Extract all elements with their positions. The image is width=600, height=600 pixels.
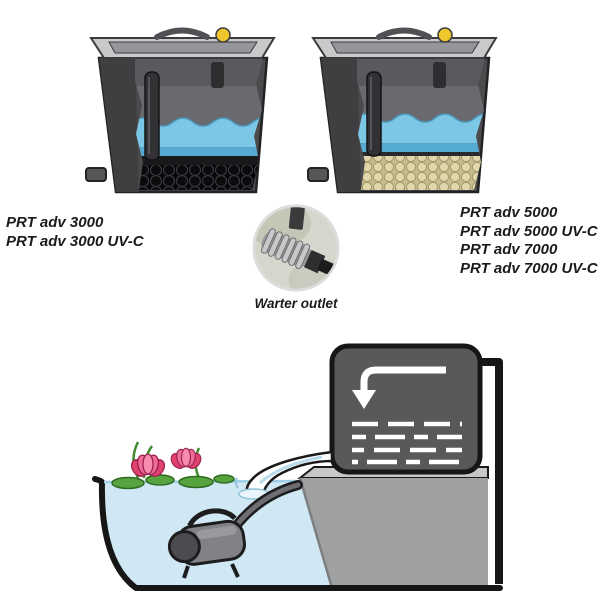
pump-stand [182, 563, 240, 579]
product-label: PRT adv 3000 [6, 214, 104, 231]
lotus-flower [130, 453, 166, 477]
carry-handle [376, 27, 432, 40]
filter-cutaway-3000-illustration [85, 27, 276, 194]
pump-handle [187, 508, 237, 528]
bottom-outlet-stub [307, 167, 329, 182]
lily-pad [145, 474, 175, 486]
product-labels-left: PRT adv 3000 PRT adv 3000 UV-C [6, 214, 144, 251]
embankment [297, 466, 489, 589]
lotus-flower [170, 447, 202, 469]
filter-unit [329, 343, 483, 475]
yellow-cap [437, 27, 453, 43]
filter-cutaway-5000-illustration [307, 27, 498, 194]
product-labels-right: PRT adv 5000 PRT adv 5000 UV-C PRT adv 7… [460, 204, 598, 278]
pond-outline [92, 476, 503, 591]
pump [167, 480, 303, 579]
standpipe [366, 71, 382, 157]
filter-lid [311, 27, 498, 59]
lattice-grid [135, 156, 263, 165]
ceramic-media [357, 156, 485, 190]
filter-cutaway-3000 [85, 22, 280, 210]
water-outlet-inset [251, 203, 341, 293]
product-label: PRT adv 5000 UV-C [460, 222, 598, 240]
corrugated-hose [260, 228, 339, 280]
lily-pad [178, 475, 214, 489]
inlet-stub [433, 62, 446, 88]
product-label: PRT adv 5000 [460, 204, 558, 221]
carry-handle [154, 27, 210, 40]
bottom-outlet-stub [85, 167, 107, 182]
water-outlet-caption: Warter outlet [254, 296, 338, 311]
product-label: PRT adv 7000 [460, 241, 558, 258]
yellow-cap [215, 27, 231, 43]
product-label: PRT adv 3000 UV-C [6, 232, 144, 250]
water-outlet-photo [252, 204, 340, 292]
water-lilies [111, 441, 235, 490]
standpipe [144, 71, 160, 161]
lily-pad [111, 476, 145, 490]
pump-intake [167, 530, 201, 564]
filter-cutaway-5000 [307, 22, 502, 210]
lily-pad [213, 474, 235, 484]
product-label: PRT adv 7000 UV-C [460, 259, 598, 277]
filter-lid [89, 27, 276, 59]
flow-arrow [360, 366, 446, 392]
inlet-stub [211, 62, 224, 88]
pond-installation-diagram [92, 343, 503, 591]
pond-diagram-wrap [0, 330, 600, 600]
filter-interior [135, 58, 263, 190]
bio-ball-media [135, 165, 263, 190]
